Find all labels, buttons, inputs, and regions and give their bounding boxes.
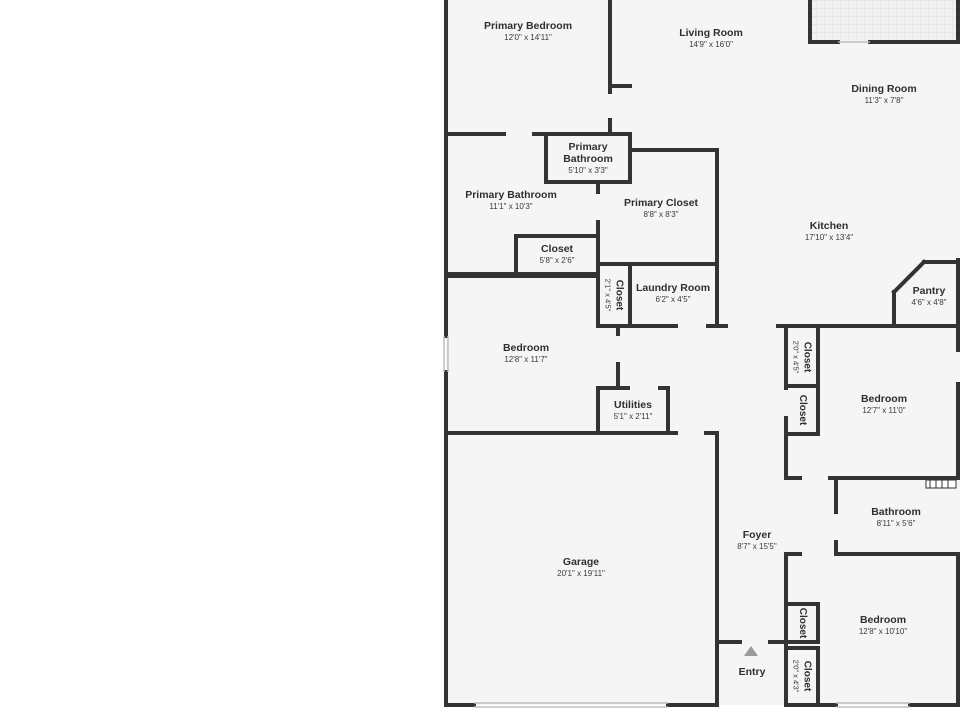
room-name: Laundry Room [635, 281, 711, 294]
room-name: Closet [613, 279, 625, 311]
room-name: Pantry [912, 284, 946, 297]
room-name: Bedroom [502, 341, 550, 354]
room-name: Living Room [679, 26, 743, 39]
room-utilities: Utilities 5'1" x 2'11" [614, 399, 653, 421]
room-dimensions: 14'9" x 16'0" [689, 39, 733, 49]
room-garage: Garage 20'1" x 19'11" [557, 556, 605, 578]
room-name: Bathroom [871, 505, 921, 518]
room-dimensions: 2'1" x 4'5" [604, 278, 614, 312]
room-name: Foyer [742, 528, 772, 541]
room-dimensions: 12'8" x 11'7" [504, 354, 548, 364]
room-dimensions: 20'1" x 19'11" [557, 568, 605, 578]
entry-arrow-icon [744, 646, 758, 656]
room-name: Bedroom [860, 392, 908, 405]
openings [443, 41, 910, 708]
hatch-marker [925, 479, 957, 489]
room-name: Closet [540, 242, 574, 255]
room-primary-bathroom: Primary Bathroom 11'1" x 10'3" [465, 189, 557, 211]
room-closet-east-upper: Closet 2'0" x 4'5" [791, 340, 813, 374]
room-dimensions: 17'10" x 13'4" [804, 232, 854, 242]
room-pantry: Pantry 4'6" x 4'8" [912, 285, 947, 307]
room-name: Dining Room [851, 82, 917, 95]
room-living-room: Living Room 14'9" x 16'0" [679, 27, 743, 49]
room-name: Closet [801, 660, 813, 692]
room-name-line2: Bathroom [563, 152, 613, 165]
room-primary-closet: Primary Closet 8'8" x 8'3" [624, 197, 698, 219]
room-bathroom: Bathroom 8'11" x 5'6" [871, 506, 921, 528]
room-name: Closet [801, 341, 813, 373]
room-name: Closet [796, 607, 808, 639]
room-dimensions: 12'0" x 14'11" [504, 32, 552, 42]
room-closet-vertical-laundry: Closet 2'1" x 4'5" [603, 278, 625, 312]
room-dimensions: 6'2" x 4'5" [655, 294, 691, 304]
room-closet-south-upper: Closet [796, 608, 808, 639]
room-name: Bedroom [859, 613, 907, 626]
room-name: Closet [796, 394, 808, 426]
room-dimensions: 8'7" x 15'5" [737, 541, 777, 551]
room-dimensions: 5'10" x 3'3" [568, 165, 608, 175]
room-dimensions: 11'3" x 7'8" [864, 95, 904, 105]
room-dimensions: 2'0" x 4'3" [792, 659, 802, 693]
room-dimensions: 12'8" x 10'10" [858, 626, 908, 636]
room-bedroom-west: Bedroom 12'8" x 11'7" [503, 342, 549, 364]
room-foyer: Foyer 8'7" x 15'5" [737, 529, 776, 551]
floor-area [446, 0, 960, 705]
room-kitchen: Kitchen 17'10" x 13'4" [805, 220, 853, 242]
patio-tiles [812, 0, 960, 40]
room-name: Garage [562, 555, 600, 568]
room-primary-bathroom-small: Primary Bathroom 5'10" x 3'3" [563, 141, 613, 175]
room-closet-primary-bath: Closet 5'8" x 2'6" [540, 243, 575, 265]
room-dimensions: 4'6" x 4'8" [911, 297, 947, 307]
room-dimensions: 8'11" x 5'6" [876, 518, 916, 528]
room-name: Entry [738, 665, 766, 678]
room-bedroom-east-lower: Bedroom 12'8" x 10'10" [859, 614, 907, 636]
room-entry: Entry [739, 666, 766, 678]
room-dimensions: 12'7" x 11'0" [862, 405, 906, 415]
room-primary-bedroom: Primary Bedroom 12'0" x 14'11" [484, 20, 572, 42]
room-name: Utilities [614, 398, 652, 411]
room-closet-east-lower: Closet [796, 395, 808, 426]
room-name: Primary Bathroom [465, 188, 557, 201]
room-dimensions: 11'1" x 10'3" [489, 201, 533, 211]
room-dimensions: 5'8" x 2'6" [539, 255, 575, 265]
room-dimensions: 8'8" x 8'3" [643, 209, 679, 219]
room-dining-room: Dining Room 11'3" x 7'8" [851, 83, 916, 105]
room-name: Primary Closet [623, 196, 699, 209]
room-dimensions: 2'0" x 4'5" [792, 340, 802, 374]
room-bedroom-east-upper: Bedroom 12'7" x 11'0" [861, 393, 907, 415]
room-dimensions: 5'1" x 2'11" [613, 411, 653, 421]
room-laundry-room: Laundry Room 6'2" x 4'5" [636, 282, 710, 304]
room-closet-south-lower: Closet 2'0" x 4'3" [791, 659, 813, 693]
walls [444, 0, 960, 707]
room-name-line1: Primary [568, 140, 608, 153]
room-name: Kitchen [809, 219, 849, 232]
room-name: Primary Bedroom [483, 19, 573, 32]
